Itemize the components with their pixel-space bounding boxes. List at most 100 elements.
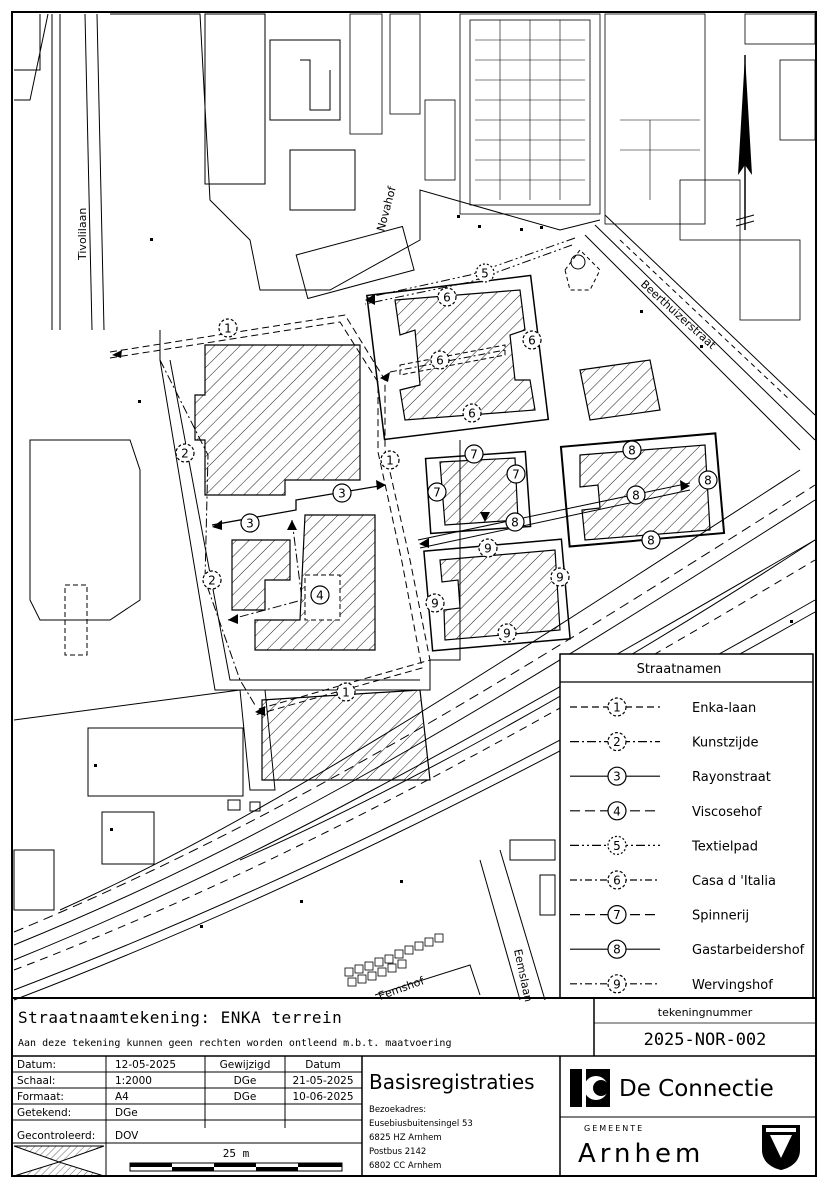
scalebar-label: 25 m [223,1147,250,1160]
legend-item: 1 Enka-laan [570,697,756,717]
route-marker-number: 8 [632,489,640,503]
title-block [12,997,816,1176]
route-marker-6: 6 [437,287,457,307]
legend-item: 2 Kunstzijde [570,731,759,752]
street-label-novahof: Novahof [374,184,399,233]
route-casa-d-italia [389,349,506,373]
revision-2-date: 10-06-2025 [292,1091,353,1103]
legend-label: Enka-laan [692,701,756,716]
de-connectie-logo: De Connectie [570,1069,774,1107]
route-marker-number: 1 [386,454,394,468]
route-marker-number: 8 [647,534,655,548]
city-name: Arnhem [578,1139,704,1169]
route-marker-number: 7 [433,486,441,500]
route-marker-7: 7 [506,464,526,484]
value-formaat: A4 [115,1091,129,1103]
route-marker-9: 9 [425,593,445,613]
label-schaal: Schaal: [17,1075,55,1087]
arnhem-coat-of-arms-icon [762,1125,800,1170]
route-marker-8: 8 [698,470,718,490]
route-textielpad [364,237,576,305]
gemeente-label: GEMEENTE [584,1124,644,1133]
building [439,549,561,641]
route-marker-6: 6 [430,350,450,370]
route-marker-9: 9 [497,623,517,643]
legend-label: Gastarbeidershof [692,943,805,958]
value-datum: 12-05-2025 [115,1059,176,1071]
revision-2-by: DGe [234,1091,257,1103]
route-marker-3: 3 [332,483,352,503]
route-marker-number: 9 [556,571,564,585]
route-marker-1: 1 [336,682,356,702]
route-marker-number: 1 [224,322,232,336]
label-gecontroleerd: Gecontroleerd: [17,1130,95,1142]
building [439,457,519,526]
legend-label: Casa d 'Italia [692,874,776,889]
drawing-title: Straatnaamtekening: ENKA terrein [18,1008,342,1027]
legend-item: 4 Viscosehof [570,801,762,821]
value-getekend: DGe [115,1107,138,1119]
legend-title: Straatnamen [637,662,722,677]
route-marker-number: 3 [246,517,254,531]
route-marker-9: 9 [478,538,498,558]
route-marker-number: 4 [316,589,324,603]
legend-number: 4 [613,804,621,818]
legend-number: 6 [613,874,621,888]
legend-number: 9 [613,977,621,991]
legend-label: Spinnerij [692,909,749,924]
org-address-line: 6825 HZ Arnhem [369,1133,442,1143]
building [231,539,291,611]
drawing-number: 2025-NOR-002 [644,1030,767,1050]
route-marker-6: 6 [462,403,482,423]
route-marker-number: 2 [181,447,189,461]
route-marker-number: 5 [481,267,489,281]
label-getekend: Getekend: [17,1107,71,1119]
route-marker-number: 8 [628,444,636,458]
route-marker-number: 8 [704,474,712,488]
route-marker-6: 6 [522,330,542,350]
route-marker-number: 9 [431,597,439,611]
route-marker-number: 6 [528,334,536,348]
route-marker-number: 6 [468,407,476,421]
scalebar [129,1162,343,1172]
legend-item: 6 Casa d 'Italia [570,870,776,890]
legend-item: 9 Wervingshof [570,974,773,994]
route-marker-number: 8 [511,516,519,530]
building [261,689,431,781]
legend-number: 2 [613,735,621,749]
route-marker-8: 8 [622,440,642,460]
legend-label: Textielpad [691,839,758,854]
map-area: Tivolilaan Novahof Beerthuizerstraat Eem… [13,13,816,1003]
legend-label: Viscosehof [692,805,762,820]
legend-number: 7 [613,908,621,922]
route-marker-3: 3 [240,513,260,533]
route-marker-4: 4 [310,585,330,605]
org-address-line: 6802 CC Arnhem [369,1161,441,1171]
drawing-number-label: tekeningnummer [658,1006,753,1019]
route-marker-number: 6 [443,291,451,305]
route-viscosehof [227,519,303,621]
logo-text: De Connectie [619,1076,774,1102]
hatched-triangle-icon [13,1145,105,1177]
revision-1-date: 21-05-2025 [292,1075,353,1087]
legend-label: Wervingshof [692,978,773,993]
route-kunstzijde [159,359,256,706]
street-label-beerthuizerstraat: Beerthuizerstraat [638,278,719,353]
sheet-border [11,11,817,1177]
legend-number: 1 [613,701,621,715]
disclaimer: Aan deze tekening kunnen geen rechten wo… [18,1038,451,1049]
org-address-line: Eusebiusbuitensingel 53 [369,1119,473,1129]
legend-label: Kunstzijde [692,736,759,751]
legend-label: Rayonstraat [692,770,771,785]
route-marker-number: 7 [512,468,520,482]
street-label-tivolilaan: Tivolilaan [76,208,89,261]
route-marker-9: 9 [550,567,570,587]
legend-item: 7 Spinnerij [570,904,749,925]
route-marker-7: 7 [464,444,484,464]
route-marker-7: 7 [427,482,447,502]
